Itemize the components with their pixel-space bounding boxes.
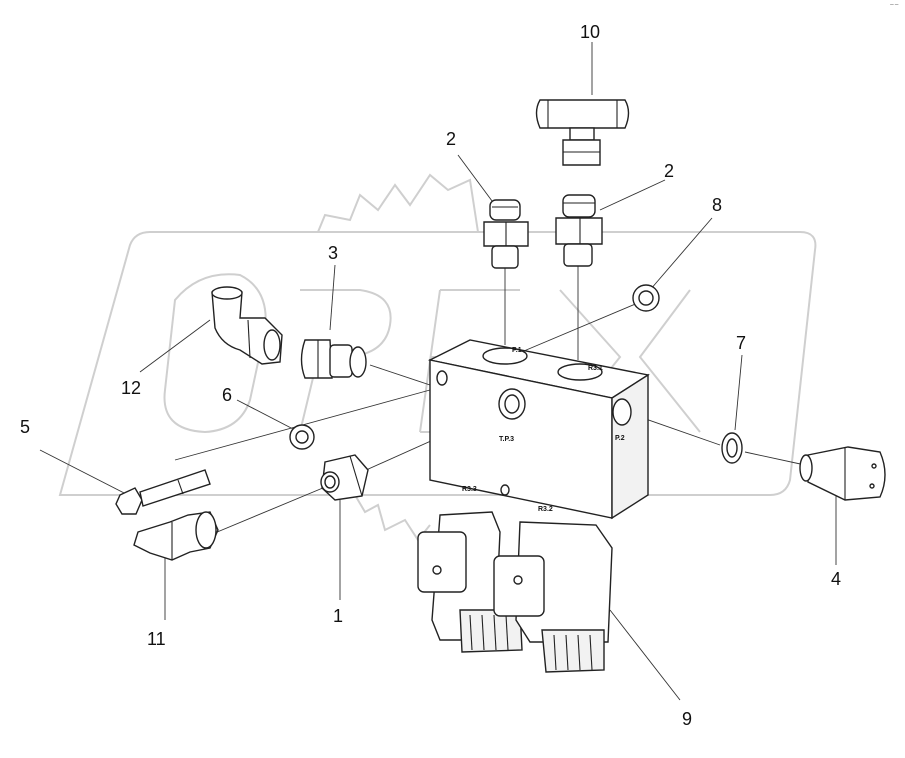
callout-labels: 1 2 2 3 4 5 6 7 8 9 10 11 12 [20, 22, 841, 729]
bolt-5 [115, 469, 211, 515]
leader-lines [39, 42, 837, 701]
callout-1: 1 [333, 606, 343, 626]
o-ring-7 [721, 432, 743, 464]
corner-mark: ⁻⁻ [889, 2, 899, 12]
callout-5: 5 [20, 417, 30, 437]
callout-10: 10 [580, 22, 600, 42]
nut-8 [632, 284, 660, 312]
port-label-tp3: T.P.3 [499, 436, 514, 443]
callout-8: 8 [712, 195, 722, 215]
watermark-logo [58, 173, 817, 542]
callout-3: 3 [328, 243, 338, 263]
callout-9: 9 [682, 709, 692, 729]
callout-4: 4 [831, 569, 841, 589]
elbow-fitting-12 [211, 286, 283, 365]
callout-6: 6 [222, 385, 232, 405]
port-label-r32: R3.2 [538, 506, 553, 513]
port-label-p2: P.2 [615, 435, 625, 442]
connector-3 [300, 339, 367, 379]
port-label-r31: R3.1 [588, 365, 603, 372]
elbow-11 [133, 511, 219, 561]
adapter-2-right [555, 194, 603, 267]
plug-4 [799, 446, 886, 501]
adapter-2-left [483, 199, 529, 269]
tee-fitting-10 [535, 99, 630, 166]
callout-12: 12 [121, 378, 141, 398]
fitting-1 [320, 454, 369, 501]
port-label-p1: P.1 [512, 347, 522, 354]
port-label-r33: R3.3 [462, 486, 477, 493]
callout-7: 7 [736, 333, 746, 353]
callout-2-right: 2 [664, 161, 674, 181]
callout-2-left: 2 [446, 129, 456, 149]
washer-6 [289, 424, 315, 450]
callout-11: 11 [147, 629, 166, 649]
valve-block-9: T.P.3 P.1 P.2 R3.3 R3.2 R3.1 [417, 339, 650, 673]
